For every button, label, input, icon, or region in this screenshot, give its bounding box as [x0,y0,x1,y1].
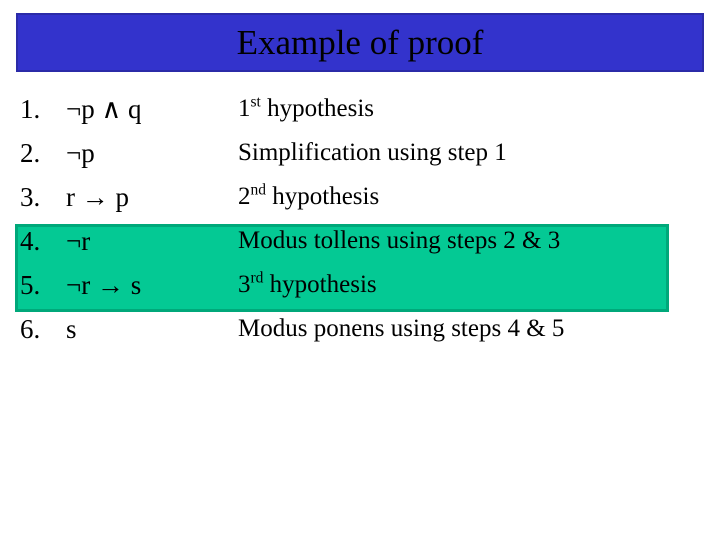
proof-reason-ordinal-suffix: nd [250,181,267,199]
proof-reason-ordinal-suffix: rd [250,269,264,287]
proof-step-reason: Simplification using step 1 [238,136,507,170]
proof-row: 2. ¬p Simplification using step 1 [0,136,720,180]
proof-step-formula: s [66,314,77,344]
proof-step-reason: Modus tollens using steps 2 & 3 [238,224,560,258]
proof-reason-ordinal-number: 1 [238,95,251,122]
proof-row: 3. r → p 2nd hypothesis [0,180,720,224]
proof-step-formula: ¬r → s [66,270,142,300]
proof-step-number: 4. [20,226,41,256]
proof-row: 1. ¬p ∧ q 1st hypothesis [0,92,720,136]
proof-step-formula: ¬p [66,138,95,168]
page-title: Example of proof [236,23,484,62]
highlight-box-steps-4-5 [15,224,669,312]
proof-step-reason: Modus ponens using steps 4 & 5 [238,312,564,346]
proof-reason-text: Modus ponens using steps 4 & 5 [238,315,565,342]
proof-step-number: 1. [20,94,41,124]
proof-reason-text: Modus tollens using steps 2 & 3 [238,227,561,254]
proof-row: 6. s Modus ponens using steps 4 & 5 [0,312,720,356]
proof-row: 4. ¬r Modus tollens using steps 2 & 3 [0,224,720,268]
proof-reason-text: hypothesis [266,183,380,210]
proof-step-reason: 1st hypothesis [238,92,374,126]
proof-step-formula: ¬p ∧ q [66,94,142,124]
proof-step-number: 5. [20,270,41,300]
proof-step-reason: 3rd hypothesis [238,268,377,302]
proof-reason-ordinal-number: 2 [238,183,251,210]
proof-step-formula: r → p [66,182,129,212]
proof-step-reason: 2nd hypothesis [238,180,379,214]
proof-reason-text: Simplification using step 1 [238,139,507,166]
title-banner: Example of proof [16,13,704,72]
proof-step-number: 6. [20,314,41,344]
proof-reason-text: hypothesis [260,95,375,122]
proof-reason-ordinal-number: 3 [238,271,251,298]
proof-row: 5. ¬r → s 3rd hypothesis [0,268,720,312]
proof-step-list: 1. ¬p ∧ q 1st hypothesis 2. ¬p Simplific… [0,92,720,356]
proof-reason-text: hypothesis [263,271,377,298]
proof-step-number: 2. [20,138,41,168]
proof-step-formula: ¬r [66,226,91,256]
proof-reason-ordinal-suffix: st [250,93,261,111]
proof-step-number: 3. [20,182,41,212]
